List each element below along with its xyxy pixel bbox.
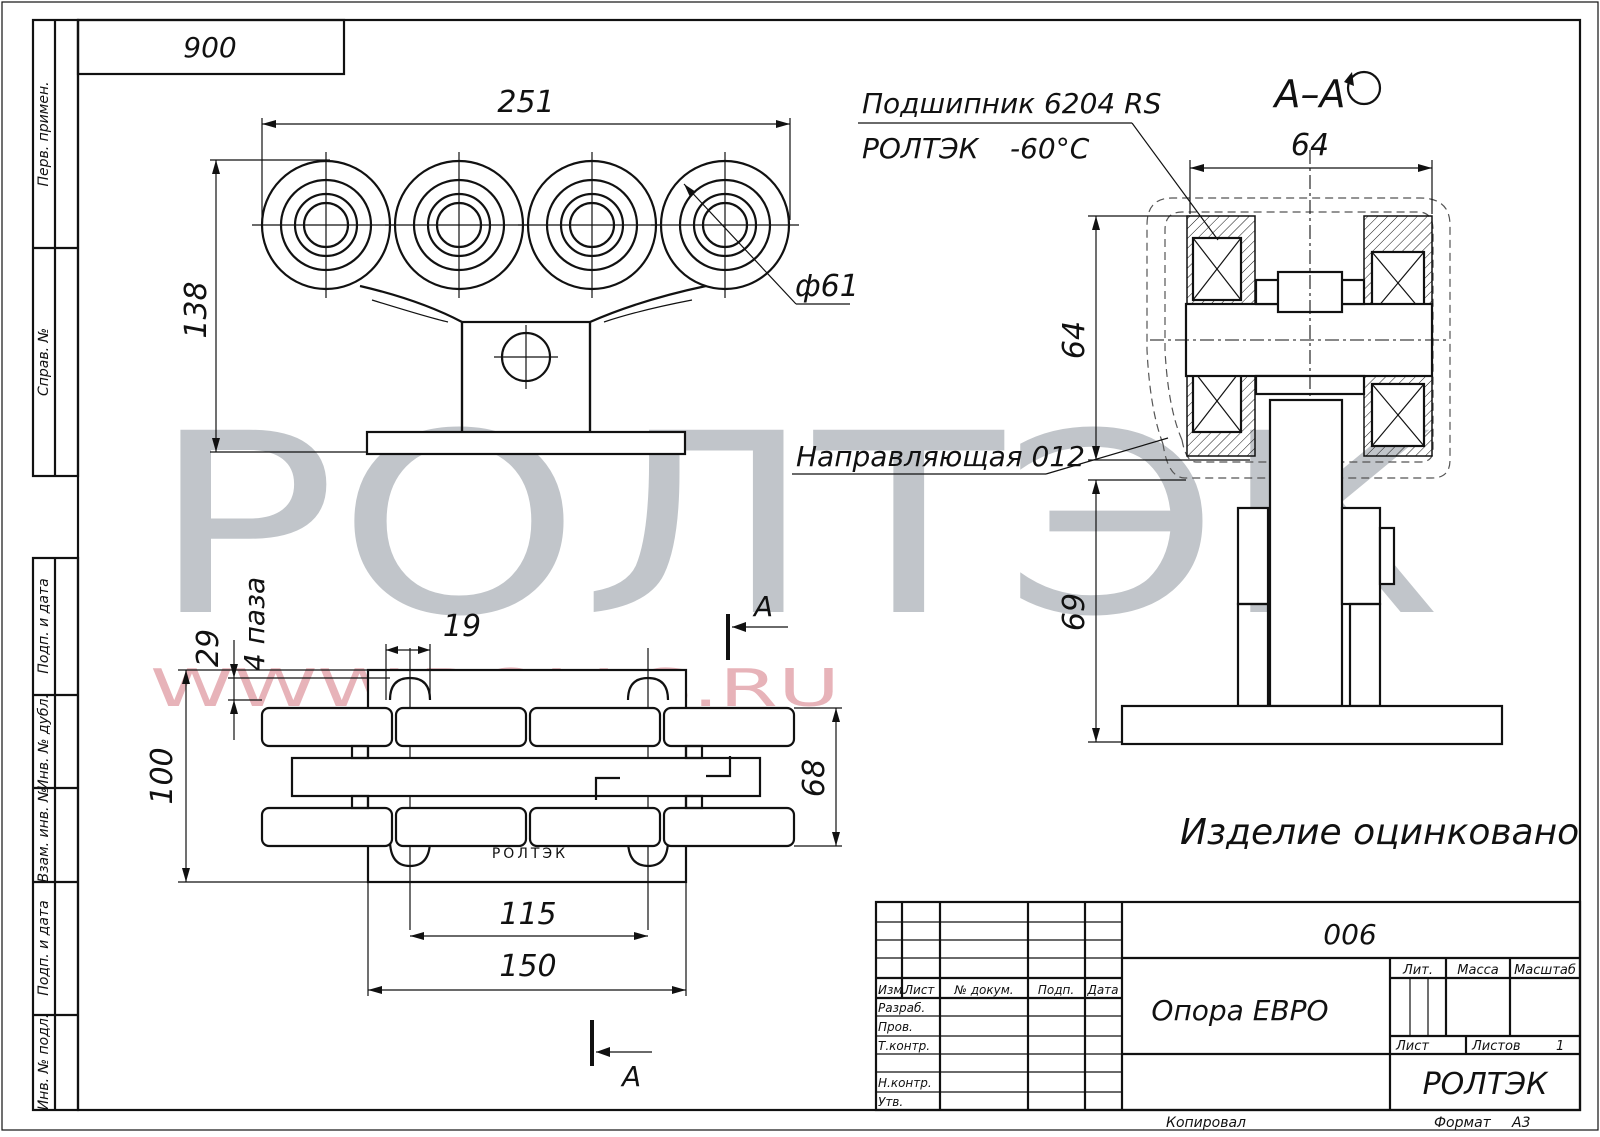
tb-scale: Масштаб <box>1514 963 1576 978</box>
dim-150: 150 <box>499 949 556 984</box>
wheel-2 <box>385 152 533 298</box>
tb-lit: Лит. <box>1402 963 1433 978</box>
dim-69: 69 <box>1057 593 1092 631</box>
tb-col-list: Лист <box>903 983 935 997</box>
section-rotation-icon <box>1346 70 1382 106</box>
sidebar-label-perv: Перв. примен. <box>36 81 52 186</box>
dim-4-slots: 4 паза <box>238 577 271 671</box>
dim-115: 115 <box>499 897 556 932</box>
top-box-text: 900 <box>183 31 236 64</box>
tb-format-label: Формат <box>1434 1115 1492 1131</box>
bearing-label: Подшипник 6204 RS <box>862 87 1161 120</box>
sidebar-label-podp2: Подп. и дата <box>36 900 52 995</box>
sidebar-label-inv-podl: Инв. № подл. <box>36 1014 52 1111</box>
section-mark-bottom: А <box>620 1060 641 1093</box>
guide-label: Направляющая 012 <box>796 440 1085 473</box>
top-box: 900 <box>76 18 346 76</box>
galvanized-note: Изделие оцинковано <box>1180 812 1579 853</box>
section-view: А–А <box>792 70 1504 746</box>
sidebar-label-podp1: Подп. и дата <box>36 578 52 673</box>
tb-col-date: Дата <box>1086 983 1118 997</box>
tb-company: РОЛТЭК <box>1423 1067 1550 1102</box>
tb-copied: Копировал <box>1166 1115 1246 1131</box>
dim-d61: ф61 <box>795 269 859 304</box>
front-view: 251 138 ф61 <box>179 85 859 456</box>
dim-251: 251 <box>497 85 554 120</box>
tb-row-nkontr: Н.контр. <box>878 1076 932 1090</box>
dim-64-height: 64 <box>1057 321 1092 359</box>
tb-col-izm: Изм. <box>878 983 906 997</box>
tb-sheets-count: 1 <box>1556 1039 1564 1054</box>
sidebar-label-sprav: Справ. № <box>36 328 52 396</box>
tb-row-tkontr: Т.контр. <box>878 1039 930 1053</box>
dim-100: 100 <box>145 747 180 804</box>
tb-format-value: А3 <box>1511 1115 1530 1131</box>
sidebar-label-inv-dubl: Инв. № дубл. <box>36 694 52 790</box>
dim-29: 29 <box>191 629 226 667</box>
tb-product-name: Опора ЕВРО <box>1151 994 1328 1027</box>
tb-sheets: Листов <box>1471 1039 1521 1054</box>
plan-view: РОЛТЭК 19 29 4 паза 100 68 115 <box>145 577 842 1093</box>
dim-64-width: 64 <box>1291 128 1329 163</box>
tb-doc-number: 006 <box>1323 918 1376 951</box>
tb-sheet: Лист <box>1395 1039 1429 1054</box>
tb-mass: Масса <box>1457 963 1498 978</box>
sidebar-label-vzam: Взам. инв. № <box>36 787 52 882</box>
tb-row-razrab: Разраб. <box>878 1001 925 1015</box>
tb-col-doc: № докум. <box>953 983 1013 997</box>
wheel-1 <box>252 152 400 298</box>
section-title: А–А <box>1272 72 1346 116</box>
section-mark-top: А <box>752 590 773 623</box>
bearing-brand: РОЛТЭК <box>862 132 980 165</box>
dim-68: 68 <box>797 759 832 797</box>
plan-stamp: РОЛТЭК <box>492 846 568 862</box>
tb-row-prov: Пров. <box>878 1020 913 1034</box>
wheel-4 <box>651 152 799 298</box>
dim-19: 19 <box>443 609 481 644</box>
wheel-3 <box>518 152 666 298</box>
dim-138: 138 <box>179 281 214 338</box>
bearing-temp: -60°С <box>1010 132 1090 165</box>
left-sidebar: Перв. примен. Справ. № Подп. и дата Инв.… <box>31 18 80 1112</box>
title-block: Изм. Лист № докум. Подп. Дата Разраб. Пр… <box>874 900 1582 1131</box>
tb-row-utv: Утв. <box>878 1095 903 1109</box>
tb-col-sign: Подп. <box>1038 983 1074 997</box>
